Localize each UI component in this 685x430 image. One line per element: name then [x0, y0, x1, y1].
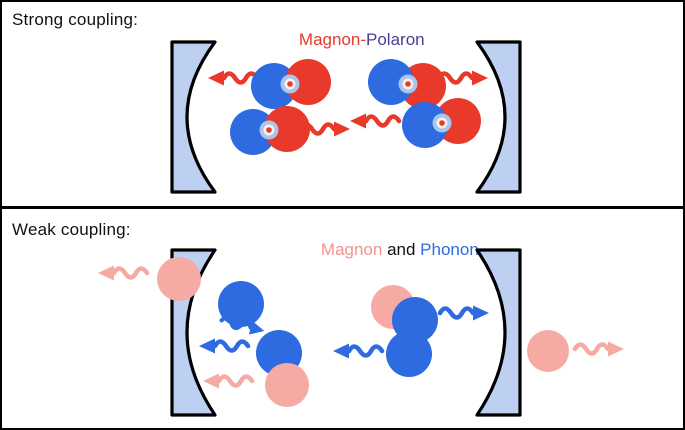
strong-coupling-label: Strong coupling: — [12, 10, 139, 29]
phonon-circle — [392, 297, 438, 343]
cavity-mirror-left-top — [170, 40, 217, 194]
vortex-swirl-icon — [259, 120, 279, 140]
polaron-pair — [230, 106, 310, 155]
wave-line — [437, 306, 476, 320]
polaron-pair — [251, 59, 331, 109]
top-title-magnon: Magnon- — [298, 30, 367, 49]
wave-line — [221, 71, 260, 85]
bottom-title-phonon: Phonon — [420, 240, 479, 259]
arrowhead — [334, 121, 350, 137]
bottom-title-and: and — [382, 240, 421, 259]
wave-line — [346, 344, 385, 358]
magnon-circle — [157, 257, 201, 301]
arrowhead — [248, 320, 265, 335]
wavy-arrow-right-icon — [572, 341, 624, 357]
wave-line — [212, 339, 251, 353]
magnon-circle — [265, 363, 309, 407]
swirl-core — [266, 127, 272, 133]
swirl-core — [287, 81, 293, 87]
wave-line — [363, 114, 402, 128]
bottom-title: Magnon and Phonon — [302, 220, 479, 280]
wavy-arrow-left-icon — [208, 70, 260, 86]
swirl-core — [405, 81, 411, 87]
arrowhead — [350, 113, 366, 129]
wavy-arrow-left-icon — [98, 265, 150, 281]
phonon-circle — [386, 331, 432, 377]
phonon-circle — [402, 102, 448, 148]
weak-coupling-panel — [98, 248, 624, 417]
arrowhead — [208, 70, 224, 86]
wavy-arrow-right-icon — [437, 305, 489, 321]
wavy-arrow-right-icon — [436, 70, 488, 86]
phonon-circle — [218, 281, 264, 327]
top-title-polaron: Polaron — [366, 30, 425, 49]
cavity-mirror-right-top — [475, 40, 522, 194]
phonon-circle — [368, 59, 414, 105]
wavy-arrow-left-icon — [333, 343, 385, 359]
arrowhead — [473, 305, 489, 321]
wavy-arrow-left-icon — [203, 373, 255, 389]
wavy-arrow-left-icon — [199, 338, 251, 354]
cavity-mirror-right-bottom — [475, 248, 522, 417]
wave-line — [219, 315, 253, 331]
wave-line — [436, 71, 475, 85]
arrowhead — [608, 341, 624, 357]
polaron-pair — [402, 98, 481, 148]
magnon-circle — [527, 330, 569, 372]
bottom-title-magnon: Magnon — [320, 240, 383, 259]
magnon-circle — [264, 106, 310, 152]
wavy-arrow-left-icon — [350, 113, 402, 129]
strong-coupling-panel — [170, 40, 522, 194]
arrowhead — [199, 338, 215, 354]
arrowhead — [203, 373, 219, 389]
vortex-swirl-icon — [280, 74, 300, 94]
wave-line — [216, 374, 255, 388]
panel-divider — [2, 206, 683, 209]
wave-line — [111, 266, 150, 280]
phonon-circle — [251, 63, 297, 109]
swirl-core — [439, 120, 445, 126]
arrowhead — [333, 343, 349, 359]
polaron-pair — [368, 59, 446, 109]
wave-line — [572, 342, 611, 356]
vortex-swirl-icon — [398, 74, 418, 94]
arrowhead — [472, 70, 488, 86]
top-title: Magnon-Polaron — [280, 10, 425, 70]
phonon-circle — [230, 109, 276, 155]
weak-coupling-label: Weak coupling: — [12, 220, 131, 239]
wavy-arrow-right-icon — [219, 315, 265, 335]
magnon-circle — [285, 59, 331, 105]
vortex-swirl-icon — [432, 113, 452, 133]
arrowhead — [98, 265, 114, 281]
